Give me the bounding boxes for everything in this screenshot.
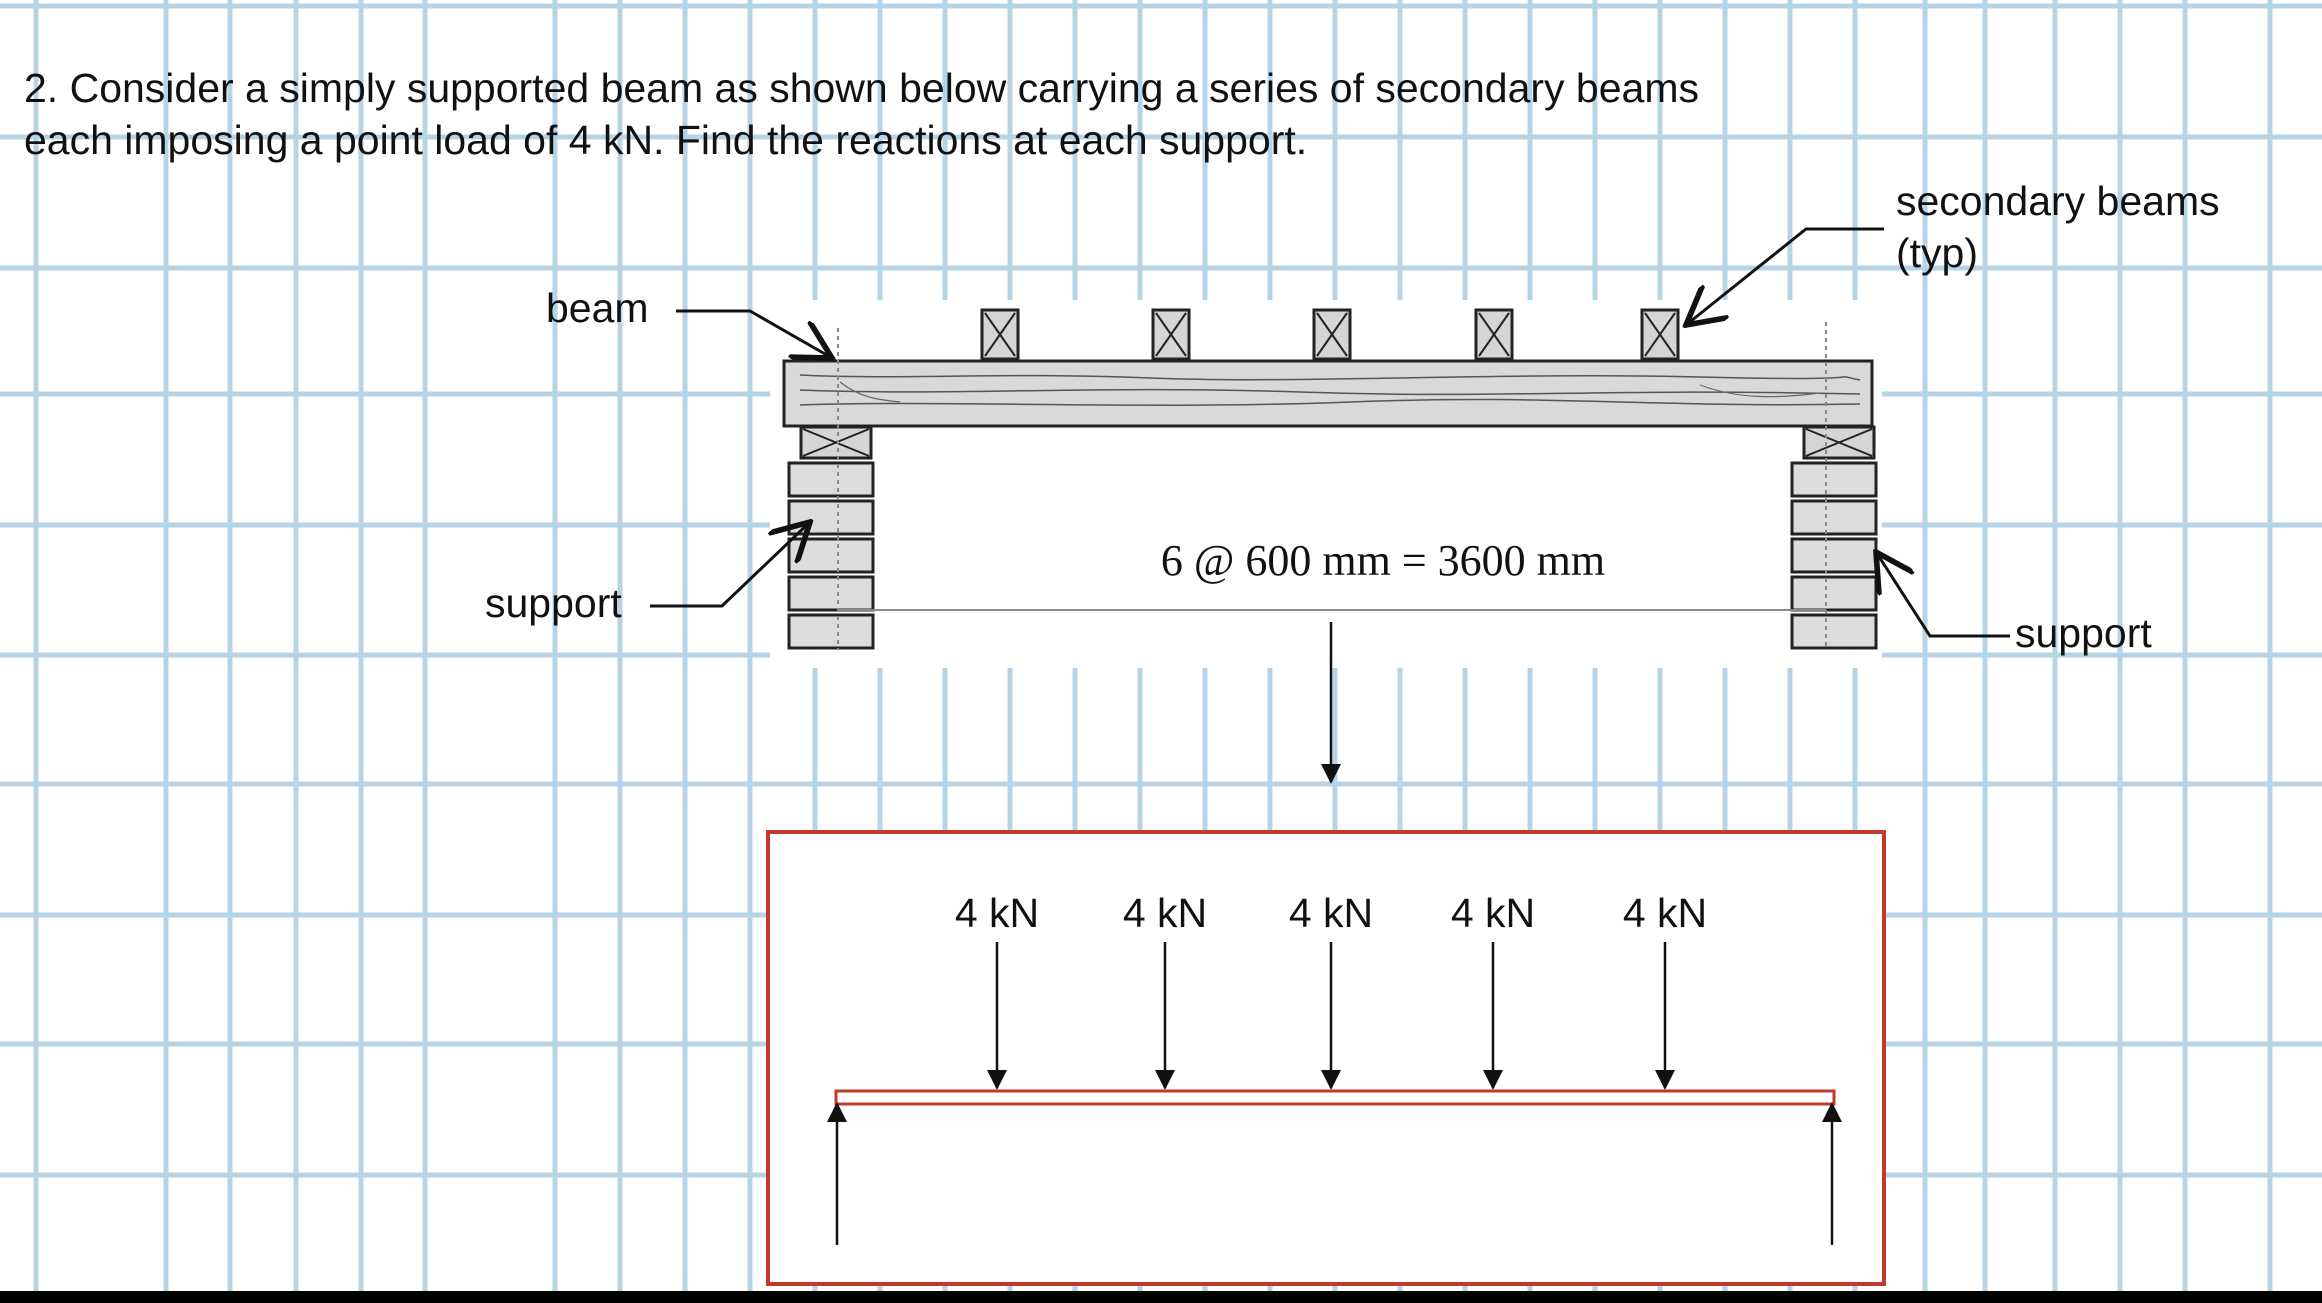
wood-grain-5 xyxy=(1699,384,1821,398)
support-block xyxy=(1790,537,1878,574)
right-support-label: support xyxy=(2015,610,2152,656)
problem-line-2: each imposing a point load of 4 kN. Find… xyxy=(24,117,1307,163)
support-block xyxy=(787,613,875,650)
secondary-beams-leader xyxy=(1686,227,1884,325)
point-load: 4 kN xyxy=(1623,890,1707,1090)
load-label: 4 kN xyxy=(955,890,1039,936)
support-block xyxy=(1790,613,1878,650)
point-loads: 4 kN 4 kN 4 kN 4 kN 4 kN xyxy=(955,890,1707,1090)
left-support-label: support xyxy=(485,580,622,626)
wood-grain-2 xyxy=(799,388,1861,396)
beam-sketch: 6 @ 600 mm = 3600 mm beam secondary beam… xyxy=(485,178,2220,784)
wood-grain-1 xyxy=(799,374,1861,381)
secondary-beams xyxy=(980,308,1680,361)
fbd-beam xyxy=(834,1089,1836,1106)
secondary-beam xyxy=(1151,308,1191,361)
wood-grain-4 xyxy=(839,381,901,403)
support-block xyxy=(1790,499,1878,536)
load-label: 4 kN xyxy=(1123,890,1207,936)
support-block xyxy=(787,461,875,498)
wood-grain-3 xyxy=(799,398,1861,406)
left-support-stack xyxy=(787,425,875,650)
dimension-label: 6 @ 600 mm = 3600 mm xyxy=(1161,536,1605,585)
point-load: 4 kN xyxy=(1123,890,1207,1090)
beam-label: beam xyxy=(546,285,649,331)
support-block xyxy=(1790,575,1878,612)
load-label: 4 kN xyxy=(1623,890,1707,936)
secondary-beam xyxy=(1474,308,1514,361)
support-block xyxy=(787,575,875,612)
right-support-leader xyxy=(1876,552,2010,638)
free-body-diagram: 4 kN 4 kN 4 kN 4 kN 4 kN xyxy=(766,830,1886,1286)
point-load: 4 kN xyxy=(1289,890,1373,1090)
secondary-beams-typ-label: (typ) xyxy=(1896,230,1978,276)
secondary-beam xyxy=(980,308,1020,361)
problem-line-1: 2. Consider a simply supported beam as s… xyxy=(24,65,1699,111)
support-cap-block xyxy=(799,425,873,460)
secondary-beam xyxy=(1640,308,1680,361)
beam-leader xyxy=(676,309,832,358)
point-load: 4 kN xyxy=(955,890,1039,1090)
support-cap-block xyxy=(1802,425,1876,460)
support-block xyxy=(1790,461,1878,498)
load-label: 4 kN xyxy=(1289,890,1373,936)
secondary-beam xyxy=(1312,308,1352,361)
load-label: 4 kN xyxy=(1451,890,1535,936)
fbd-frame xyxy=(766,830,1886,1286)
secondary-beams-label: secondary beams xyxy=(1896,178,2220,224)
left-support-leader xyxy=(650,522,810,608)
bottom-bar xyxy=(0,1291,2322,1303)
support-block xyxy=(787,537,875,574)
point-load: 4 kN xyxy=(1451,890,1535,1090)
